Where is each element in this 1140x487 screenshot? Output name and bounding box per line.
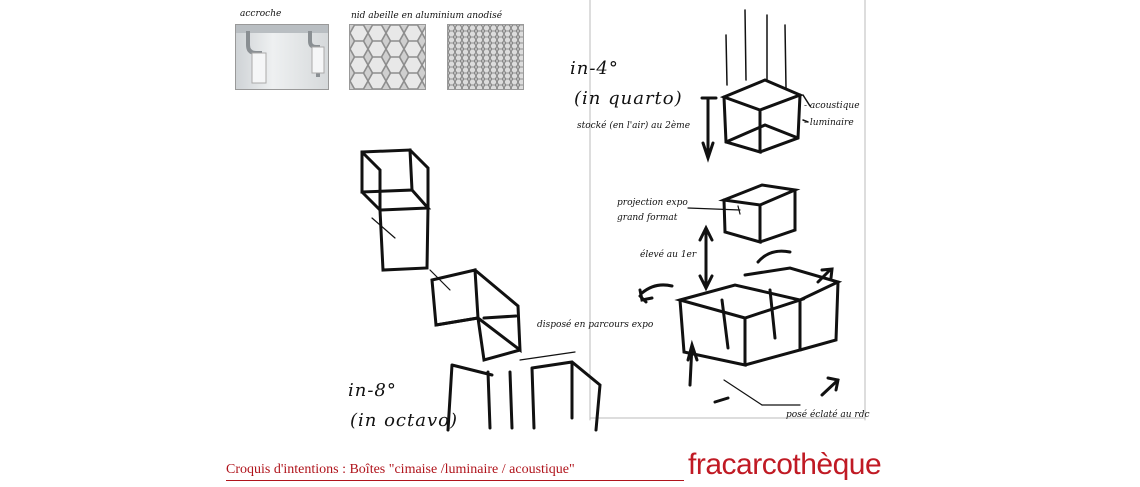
label-in-octavo: (in octavo) — [350, 410, 459, 431]
label-dispose: disposé en parcours expo — [537, 320, 654, 330]
label-pose: posé éclaté au rdc — [786, 410, 870, 420]
label-nid-abeille: nid abeille en aluminium anodisé — [351, 11, 503, 21]
logo-part-frac: frac — [688, 448, 737, 481]
label-luminaire: - luminaire — [804, 118, 854, 128]
label-accroche: accroche — [240, 9, 282, 19]
label-stocke: stocké (en l'air) au 2ème — [577, 121, 691, 131]
caption-underline — [226, 480, 684, 481]
label-acoustique: - acoustique — [804, 101, 860, 111]
label-grand-format: grand format — [617, 213, 678, 223]
label-projection-expo: projection expo — [617, 198, 688, 208]
label-in-quarto: (in quarto) — [574, 88, 683, 109]
logo-part-arcotheque: arcothèque — [736, 448, 882, 481]
label-in8: in-8° — [348, 380, 397, 401]
label-eleve: élevé au 1er — [640, 250, 697, 260]
label-in4: in-4° — [570, 58, 619, 79]
hook-photo — [235, 24, 329, 90]
honeycomb-photo-large — [349, 24, 426, 90]
honeycomb-photo-small — [447, 24, 524, 90]
page-caption: Croquis d'intentions : Boîtes "cimaise /… — [226, 462, 575, 477]
frac-logo: fracarcothèque — [688, 448, 882, 482]
